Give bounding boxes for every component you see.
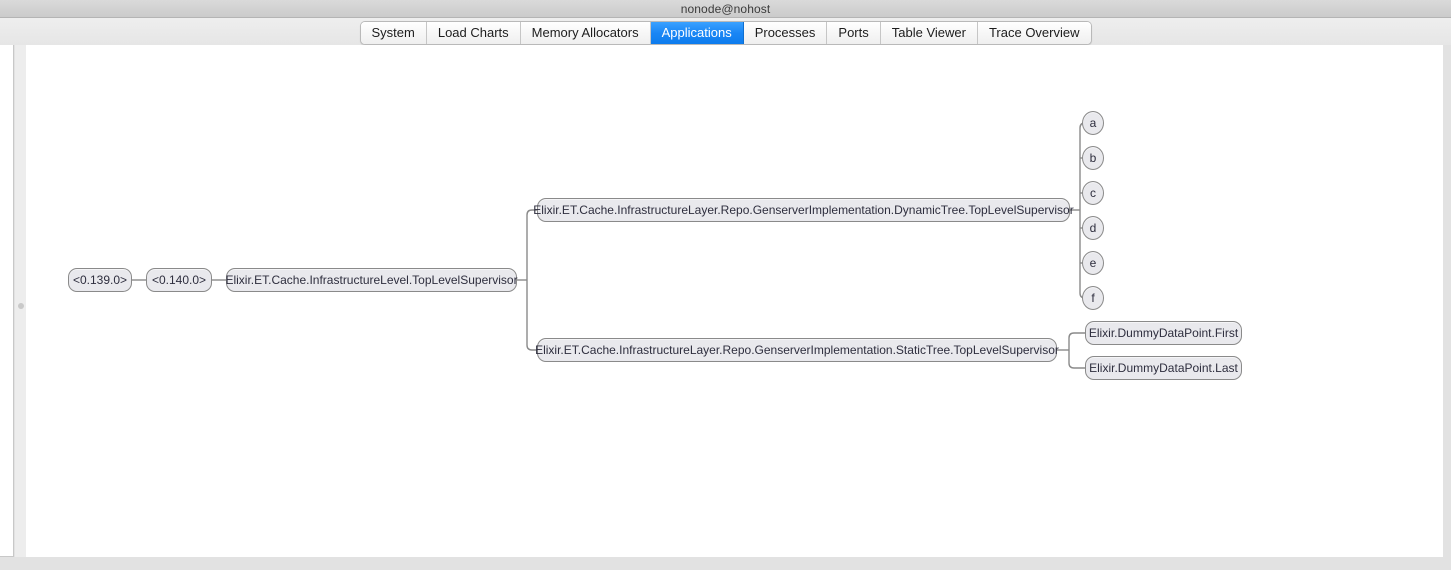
tree-node-child_e[interactable]: e [1082,251,1104,275]
tab-trace-overview[interactable]: Trace Overview [977,22,1091,44]
tab-memory-allocators[interactable]: Memory Allocators [520,22,651,44]
tree-node-child_a[interactable]: a [1082,111,1104,135]
tree-edge [526,344,537,351]
window-titlebar: nonode@nohost [0,0,1451,18]
splitter-handle-dot[interactable] [18,303,24,309]
application-tree-canvas[interactable]: <0.139.0> <0.140.0> Elixir.ET.Cache.Infras… [26,45,1443,557]
tree-node-child_c[interactable]: c [1082,181,1104,205]
pane-splitter[interactable] [15,45,26,557]
left-rail-panel [0,45,14,557]
tab-table-viewer[interactable]: Table Viewer [880,22,978,44]
tree-node-child_f[interactable]: f [1082,286,1104,310]
content-area: <0.139.0> <0.140.0> Elixir.ET.Cache.Infras… [0,45,1451,570]
tree-node-child_d[interactable]: d [1082,216,1104,240]
tab-load-charts[interactable]: Load Charts [426,22,521,44]
tab-applications[interactable]: Applications [650,22,744,44]
tree-node-dp_last[interactable]: Elixir.DummyDataPoint.Last [1085,356,1242,380]
tree-edge [526,209,537,216]
tree-node-dynamictree[interactable]: Elixir.ET.Cache.InfrastructureLayer.Repo… [533,198,1074,222]
tree-node-pid1[interactable]: <0.139.0> [68,268,132,292]
tab-system[interactable]: System [360,22,427,44]
tree-node-dp_first[interactable]: Elixir.DummyDataPoint.First [1085,321,1242,345]
tab-ports[interactable]: Ports [827,22,881,44]
tree-node-statictree[interactable]: Elixir.ET.Cache.InfrastructureLayer.Repo… [535,338,1059,362]
window-title: nonode@nohost [680,1,771,16]
bottom-edge-strip [0,557,1451,570]
right-edge-strip [1443,45,1451,557]
tab-processes[interactable]: Processes [743,22,828,44]
tree-node-pid2[interactable]: <0.140.0> [146,268,212,292]
tree-edges [132,122,1086,369]
tree-node-topsup[interactable]: Elixir.ET.Cache.InfrastructureLevel.TopL… [225,268,518,292]
tree-edge [1068,332,1085,339]
tree-node-child_b[interactable]: b [1082,146,1104,170]
supervision-tree-graph: <0.139.0> <0.140.0> Elixir.ET.Cache.Infras… [26,45,1443,557]
tree-edge [1068,362,1085,369]
